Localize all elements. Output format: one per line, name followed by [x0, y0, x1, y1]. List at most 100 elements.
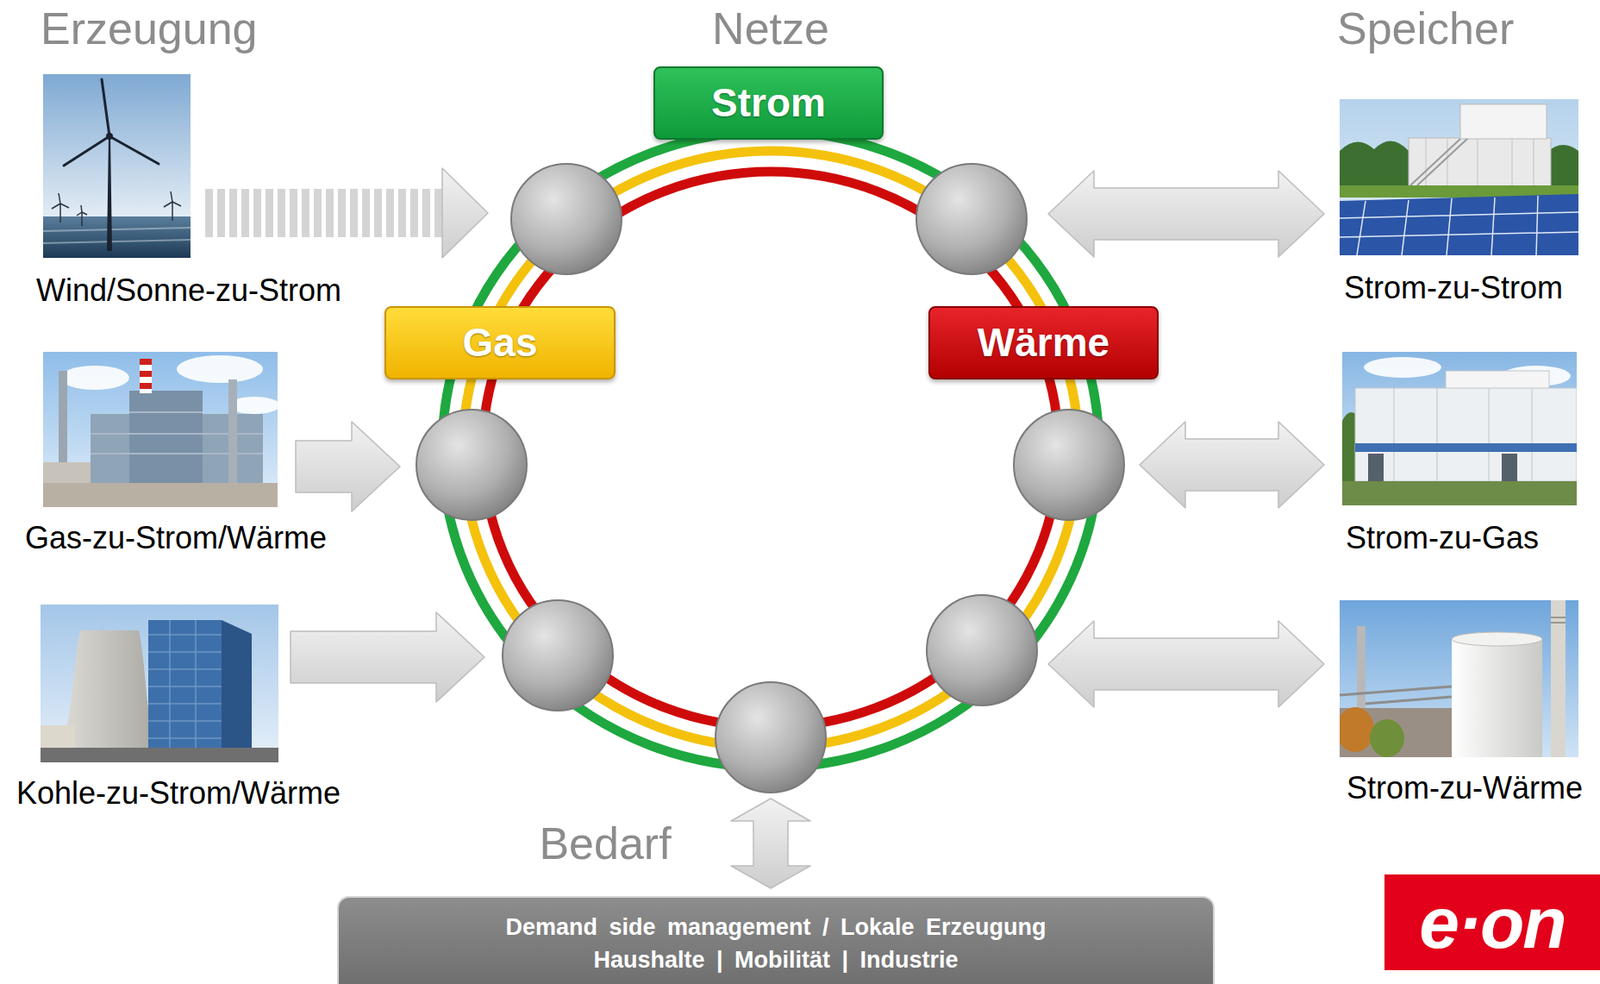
gas-ring — [462, 150, 1079, 748]
cloud — [60, 365, 130, 390]
arrow-head — [442, 168, 488, 258]
network-label: Strom — [653, 66, 884, 140]
glass-tower-side — [221, 619, 252, 751]
demand-text: Demand side management / Lokale Erzeugun… — [505, 910, 1046, 944]
network-heading: Netze — [712, 2, 830, 55]
block-arrow — [1048, 170, 1325, 257]
photo-caption: Strom-zu-Wärme — [1346, 769, 1583, 806]
photo-caption: Kohle-zu-Strom/Wärme — [16, 775, 341, 811]
network-ring: Netze — [400, 78, 1142, 820]
grid-hub — [1013, 409, 1125, 520]
grid-hub — [715, 681, 826, 793]
container-ribs — [1393, 387, 1532, 482]
storage-photo: Strom-zu-Gas — [1342, 351, 1577, 506]
network-name: Gas — [462, 320, 538, 365]
sky — [43, 351, 278, 507]
block-arrow — [731, 798, 811, 888]
annex — [43, 462, 95, 483]
small-turbines — [51, 191, 182, 226]
network-name: Wärme — [977, 320, 1110, 365]
blue-stripe — [1355, 443, 1577, 452]
double-arrow-shape — [1048, 620, 1325, 707]
heat-storage-photo — [1339, 600, 1579, 757]
ring-lines — [400, 78, 1142, 820]
sea — [43, 216, 191, 258]
sea-shimmer — [43, 227, 191, 244]
sky — [1339, 600, 1579, 757]
logo-text: e·on — [1418, 886, 1565, 959]
generation-photo: Gas-zu-Strom/Wärme — [43, 351, 278, 507]
arrow-shape — [295, 421, 400, 512]
tree — [1369, 718, 1405, 757]
grid-hub — [916, 163, 1027, 275]
upper-container — [1445, 370, 1550, 390]
door — [1501, 453, 1518, 482]
ground — [1342, 481, 1577, 506]
cloud — [1363, 356, 1442, 378]
battery-storage-photo — [1339, 99, 1579, 256]
photo-caption: Strom-zu-Gas — [1345, 519, 1539, 556]
double-arrow-shape — [1048, 170, 1325, 257]
grid-hub — [416, 409, 527, 520]
ground — [40, 747, 279, 763]
generation-photo: Wind/Sonne-zu-Strom — [43, 74, 191, 258]
photo-caption: Gas-zu-Strom/Wärme — [25, 519, 327, 556]
container-row — [1355, 387, 1577, 482]
network-name: Strom — [711, 81, 826, 125]
stack — [228, 379, 238, 483]
block-arrow — [204, 168, 488, 258]
block-arrow — [290, 612, 485, 702]
grid-hub — [926, 594, 1038, 706]
turbine-hub — [106, 132, 113, 140]
generation-photo: Kohle-zu-Strom/Wärme — [40, 604, 279, 763]
striped-arrow-shaft — [204, 188, 443, 238]
grid-hub — [502, 600, 613, 711]
solar-panels — [1339, 193, 1579, 256]
photo-caption: Wind/Sonne-zu-Strom — [36, 272, 342, 308]
grid-hub — [511, 163, 622, 275]
stairs — [1410, 138, 1468, 186]
double-arrow-shape — [731, 798, 811, 888]
sky — [1339, 99, 1579, 256]
storage-photo: Strom-zu-Wärme — [1339, 600, 1579, 757]
storage-tank — [1451, 638, 1543, 757]
glass-tower — [148, 619, 222, 751]
section-heading: Erzeugung — [40, 2, 258, 55]
chimney-band — [139, 358, 152, 365]
block-arrow — [295, 421, 400, 512]
pipes — [1339, 686, 1452, 704]
arrow-shape — [290, 612, 485, 702]
ground — [43, 482, 278, 507]
gas-plant-photo — [43, 351, 278, 507]
panel-grid — [1339, 195, 1579, 256]
tree — [1339, 706, 1375, 752]
sky — [1342, 351, 1577, 506]
network-label: Gas — [384, 306, 616, 380]
demand-text: Haushalte | Mobilität | Industrie — [593, 943, 958, 976]
annex — [40, 725, 75, 751]
sky — [40, 604, 279, 763]
boiler-block — [129, 390, 203, 483]
chimney-band — [139, 382, 152, 389]
turbine-blades — [63, 79, 159, 166]
network-label: Wärme — [928, 306, 1159, 380]
brand-logo: e·on — [1384, 874, 1600, 970]
section-heading: Speicher — [1337, 2, 1514, 55]
container-block — [1408, 137, 1551, 188]
chimney — [1356, 625, 1366, 713]
photo-caption: Strom-zu-Strom — [1343, 269, 1563, 306]
power-to-gas-photo — [1342, 351, 1577, 506]
tank-roof — [1451, 631, 1543, 646]
storage-photo: Strom-zu-Strom — [1339, 99, 1579, 256]
coal-plant-photo — [40, 604, 279, 763]
chimney — [139, 358, 152, 394]
demand-panel: Demand side management / Lokale Erzeugun… — [337, 895, 1215, 984]
chimney — [1550, 600, 1566, 757]
block-arrow — [1139, 421, 1325, 508]
door — [1368, 453, 1384, 482]
section-heading: Bedarf — [538, 817, 671, 869]
chimney-bands — [1550, 617, 1566, 623]
block-arrow — [1048, 620, 1325, 707]
wind-photo — [43, 74, 191, 258]
